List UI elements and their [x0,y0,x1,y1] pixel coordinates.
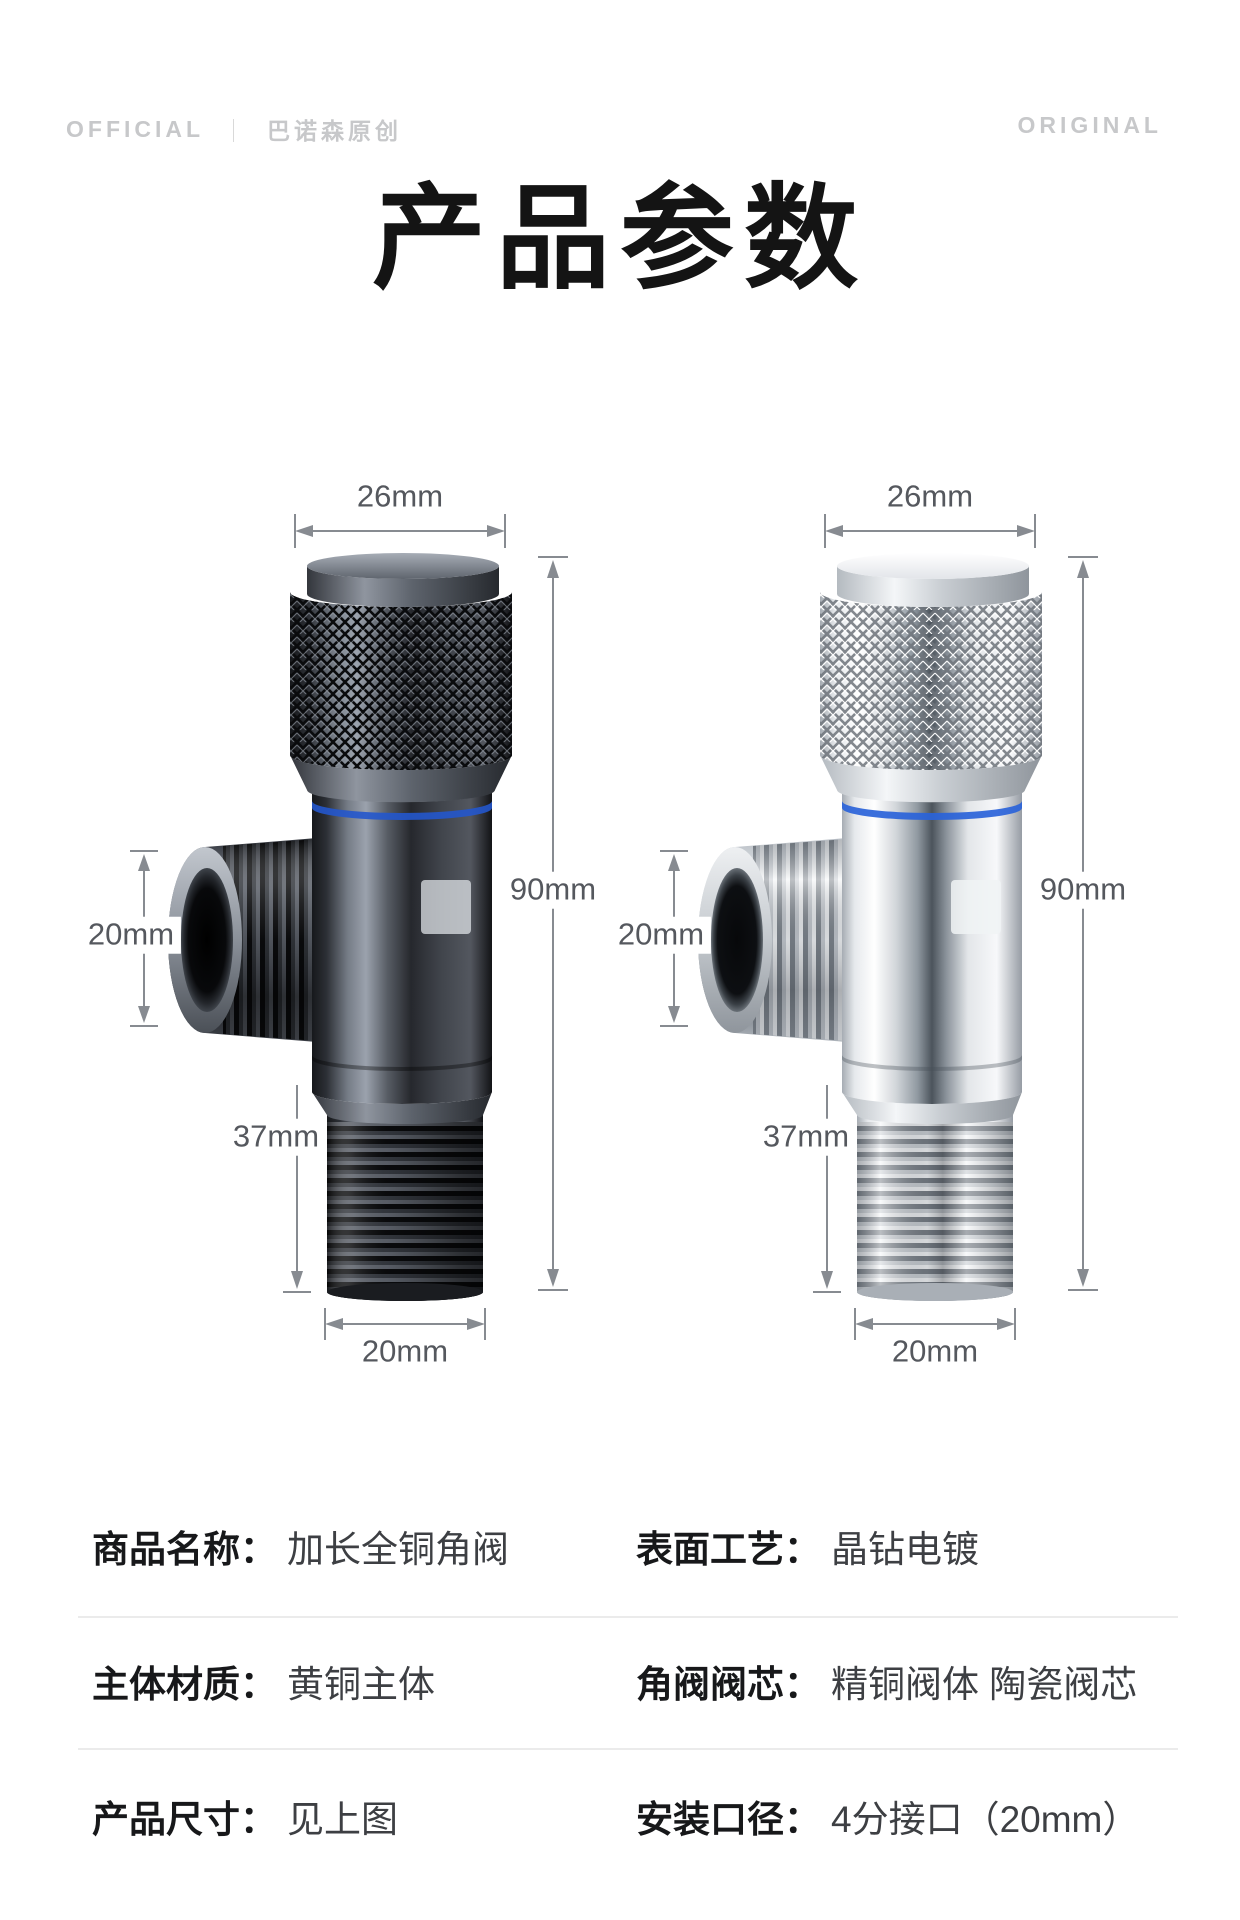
spec-value: 晶钻电镀 [831,1529,979,1570]
dim-label-bottom-width-left: 20mm [354,1333,456,1371]
spec-body-material: 主体材质：黄铜主体 [92,1662,435,1708]
dim-label-height-left: 90mm [502,871,604,909]
dim-label-height-right: 90mm [1032,871,1134,909]
spec-surface-finish: 表面工艺：晶钻电镀 [636,1527,979,1573]
right-valve-dimension-lines [660,514,1098,1340]
valve-side-outlet [698,838,847,1042]
header-left-badge: OFFICIAL ｜ 巴诺森原创 [66,112,402,146]
spec-label: 安装口径： [636,1799,821,1840]
valve-handle [820,553,1042,803]
spec-label: 主体材质： [92,1664,277,1705]
valve-handle [290,553,512,803]
valve-body [842,790,1022,1124]
spec-value: 精铜阀体 陶瓷阀芯 [831,1664,1138,1705]
original-label: ORIGINAL [1017,112,1162,138]
brand-name: 巴诺森原创 [267,118,403,144]
dim-label-outlet-right: 20mm [610,916,712,954]
spec-value: 4分接口（20mm） [831,1799,1140,1840]
spec-row-1: 商品名称：加长全铜角阀 表面工艺：晶钻电镀 [0,1527,1240,1573]
valve-bottom-thread [327,1112,483,1301]
dim-label-thread-length-right: 37mm [755,1118,857,1156]
dim-label-outlet-left: 20mm [80,916,182,954]
blue-ring [842,801,1022,820]
dim-label-top-width-right: 26mm [879,478,981,516]
spec-row-3: 产品尺寸：见上图 安装口径：4分接口（20mm） [0,1797,1240,1843]
spec-install-diameter: 安装口径：4分接口（20mm） [636,1797,1139,1843]
valve-body [312,790,492,1124]
page-title: 产品参数 [371,176,868,303]
dim-label-top-width-left: 26mm [349,478,451,516]
spec-value: 黄铜主体 [287,1664,435,1705]
valve-bottom-thread [857,1112,1013,1301]
spec-value: 见上图 [287,1799,398,1840]
spec-valve-core: 角阀阀芯：精铜阀体 陶瓷阀芯 [636,1662,1137,1708]
divider-2 [78,1748,1178,1750]
divider-1 [78,1616,1178,1618]
spec-label: 表面工艺： [636,1529,821,1570]
valve-image-chrome [698,553,1042,1301]
valve-side-outlet [168,838,317,1042]
header-right-badge: ORIGINAL [1018,112,1162,139]
header-separator: ｜ [222,118,250,144]
blue-ring [312,801,492,820]
spec-product-size: 产品尺寸：见上图 [92,1797,398,1843]
valve-image-gunmetal [168,553,512,1301]
spec-product-name: 商品名称：加长全铜角阀 [92,1527,509,1573]
spec-row-2: 主体材质：黄铜主体 角阀阀芯：精铜阀体 陶瓷阀芯 [0,1662,1240,1708]
spec-label: 角阀阀芯： [636,1664,821,1705]
spec-label: 产品尺寸： [92,1799,277,1840]
dim-label-bottom-width-right: 20mm [884,1333,986,1371]
official-label: OFFICIAL [66,115,205,142]
dim-label-thread-length-left: 37mm [225,1118,327,1156]
spec-value: 加长全铜角阀 [287,1529,509,1570]
left-valve-dimension-lines [130,514,568,1340]
dimension-lines-overlay [130,514,1098,1340]
spec-label: 商品名称： [92,1529,277,1570]
